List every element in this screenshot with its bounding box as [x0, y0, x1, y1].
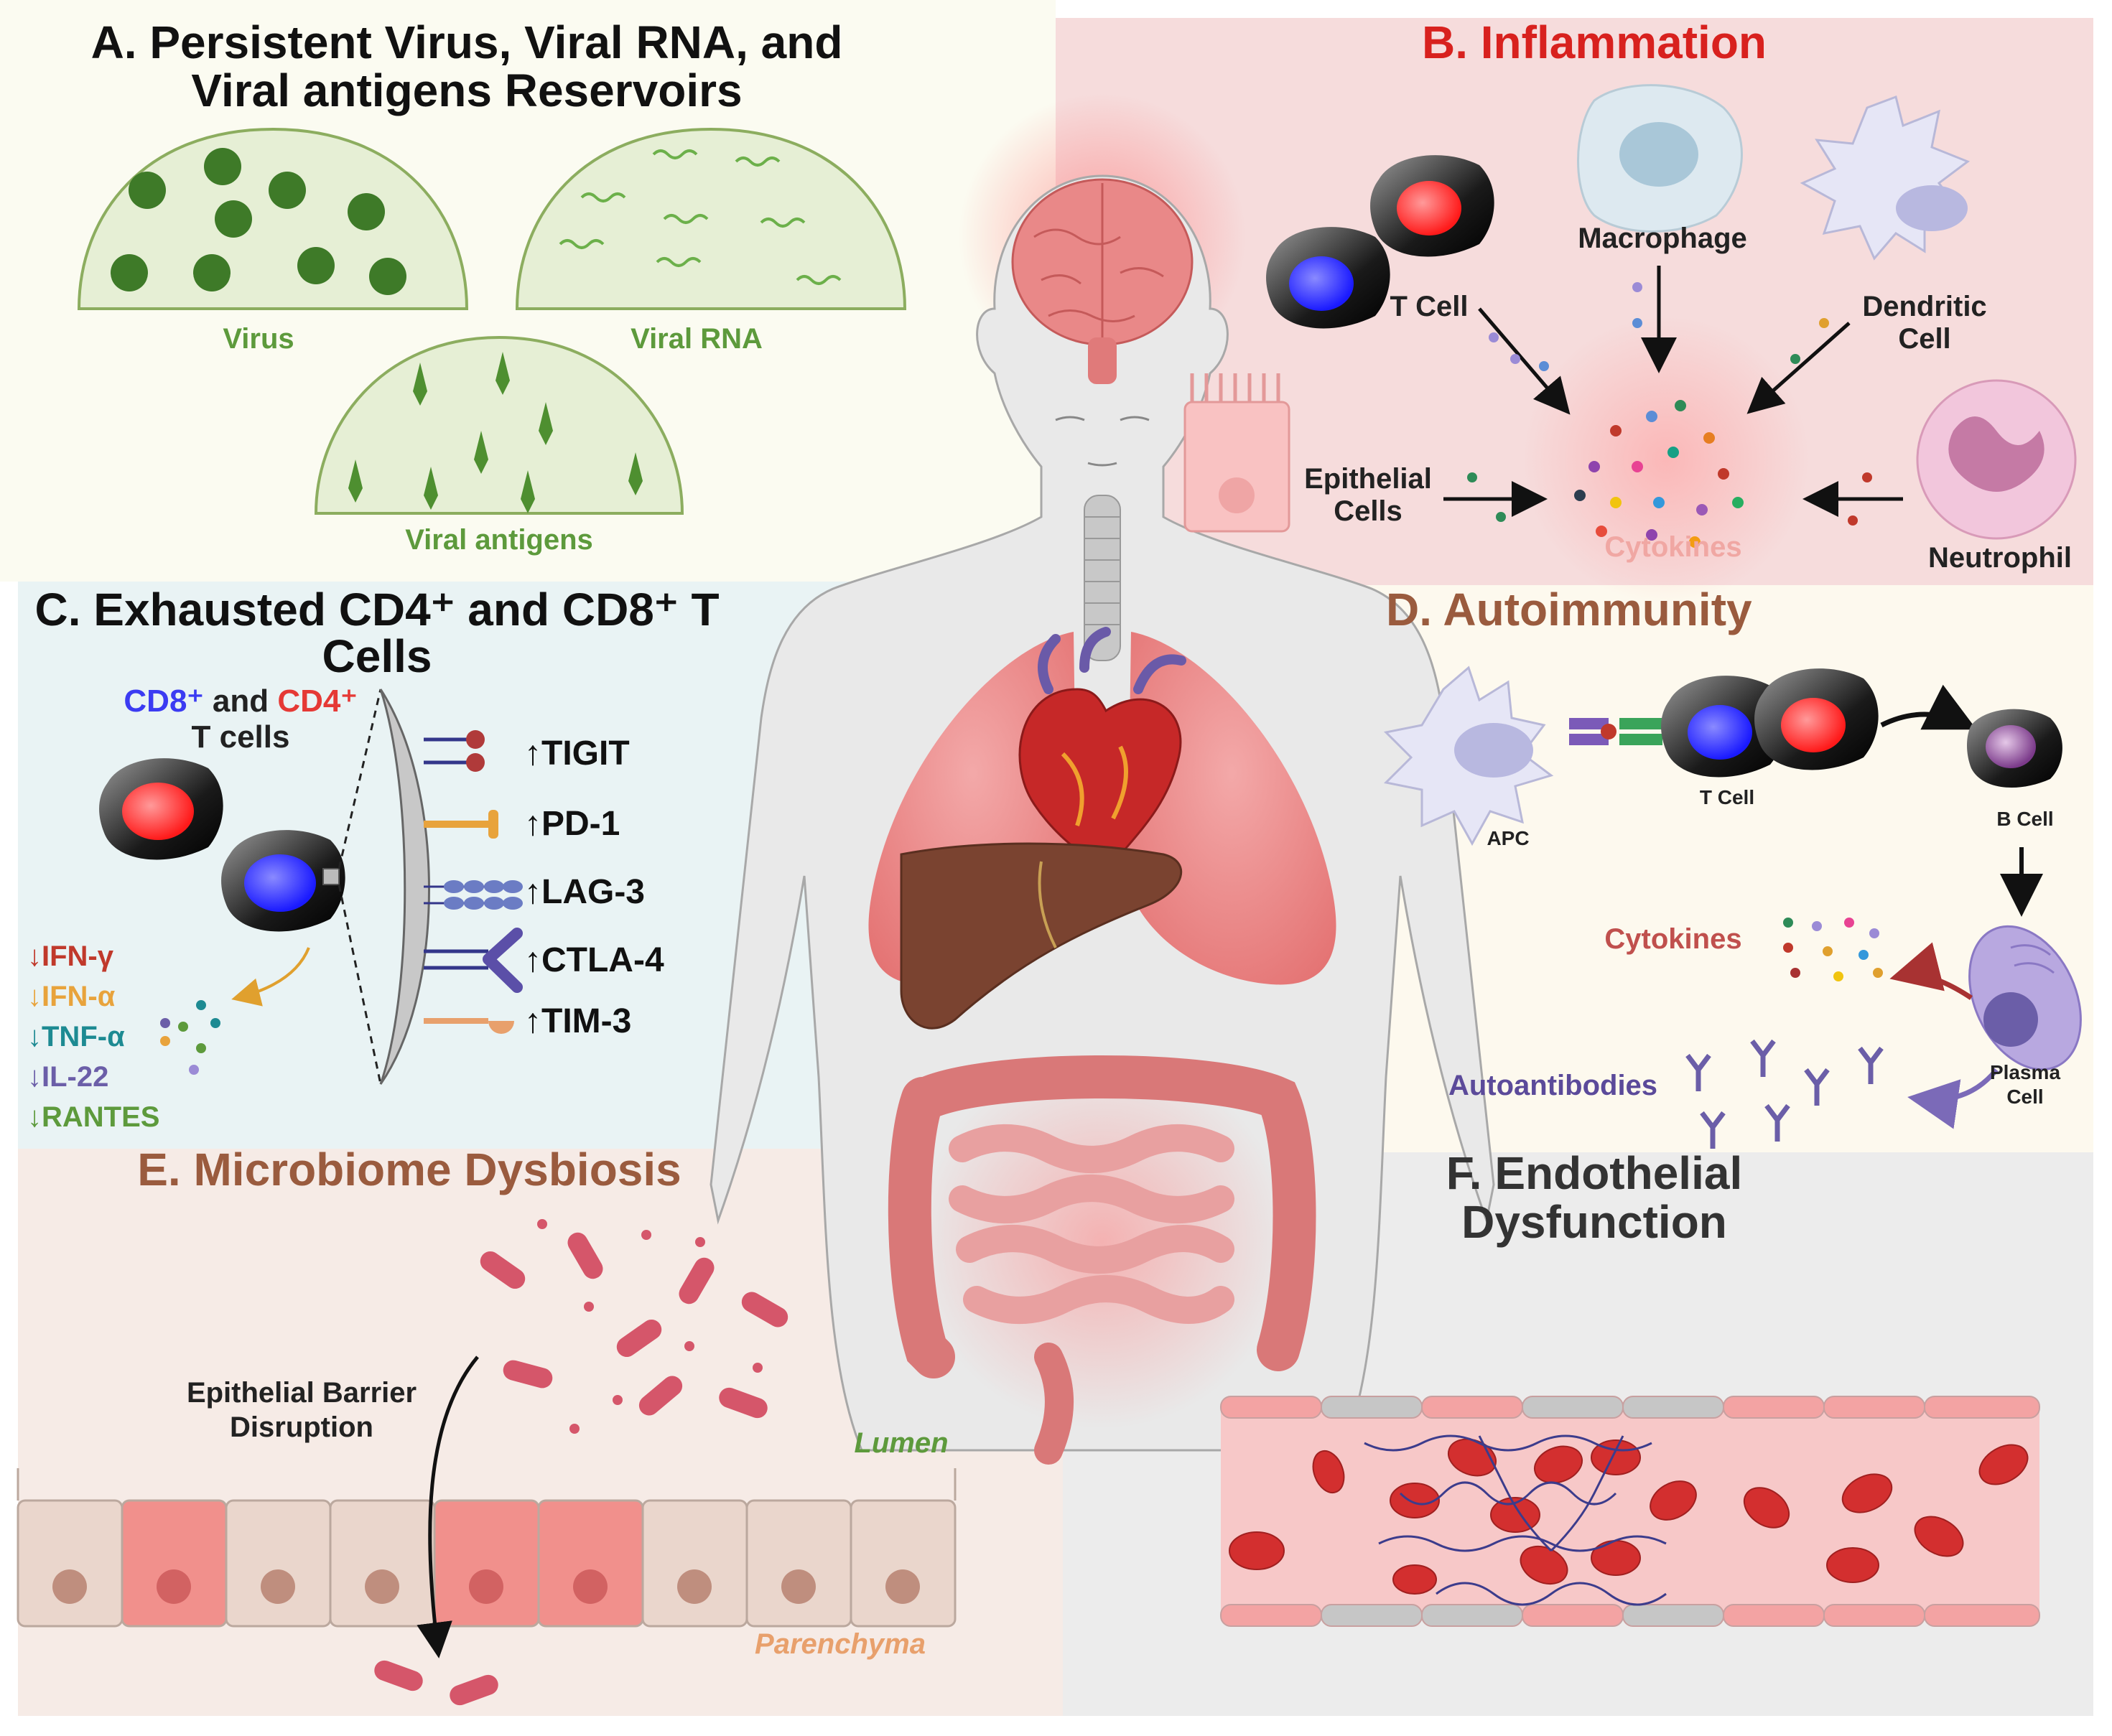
panel-a-title-line1: A. Persistent Virus, Viral RNA, and — [90, 17, 843, 68]
e-parenchyma-label: Parenchyma — [755, 1628, 926, 1660]
apc-icon — [1383, 666, 1554, 846]
e-barrier-line1: Epithelial Barrier — [186, 1377, 417, 1409]
inflammation-diagram — [1183, 84, 2077, 603]
b-dendritic-line1: Dendritic — [1862, 291, 1987, 322]
b-epithelial-line2: Cells — [1334, 495, 1402, 527]
t-cell-red-icon — [1370, 155, 1494, 257]
cytokine-rantes: ↓RANTES — [27, 1101, 160, 1133]
cytokine-particles-icon — [1467, 282, 1872, 548]
bacteria-icons — [374, 1219, 788, 1706]
e-lumen-label: Lumen — [854, 1427, 949, 1459]
panel-c-title-line2: Cells — [322, 630, 432, 682]
b-macrophage-label: Macrophage — [1578, 223, 1747, 254]
fibrin-strands-icon — [1364, 1434, 1667, 1606]
cytokine-ifn-gamma: ↓IFN-γ — [27, 941, 113, 972]
tigit-receptor-icon — [424, 730, 485, 772]
receptor-ctla4: ↑CTLA-4 — [524, 941, 664, 979]
b-neutrophil-label: Neutrophil — [1928, 542, 2072, 574]
autoantibody-icons — [1685, 1039, 1884, 1149]
d-cytokines-label: Cytokines — [1604, 923, 1742, 955]
viral-rna-reservoir — [515, 127, 907, 310]
b-cytokines-label: Cytokines — [1604, 531, 1742, 563]
virus-label: Virus — [223, 323, 294, 355]
receptor-pd1: ↑PD-1 — [524, 805, 620, 843]
rna-strands-icon — [559, 149, 842, 285]
ctla4-receptor-icon — [424, 928, 523, 993]
cd-cell-labels: CD8⁺ and CD4⁺ — [97, 686, 384, 717]
d-t-cell-label: T Cell — [1699, 786, 1755, 808]
viral-antigens-reservoir — [314, 335, 684, 515]
cytokine-dots-icon — [160, 1000, 220, 1075]
viral-rna-label: Viral RNA — [631, 323, 763, 355]
mhc-tcr-complex-icon — [1569, 718, 1662, 745]
panel-e-title: E. Microbiome Dysbiosis — [137, 1144, 681, 1195]
cytokine-dots-d-icon — [1783, 918, 1883, 981]
neutrophil-icon — [1916, 379, 2077, 540]
t-cell-blue-d-icon — [1661, 676, 1785, 778]
t-cell-blue-icon — [1266, 227, 1390, 329]
human-body — [710, 93, 1495, 1465]
cd8-label: CD8⁺ — [124, 683, 204, 719]
red-blood-cell-icons — [1229, 1438, 2029, 1595]
exhausted-t-cell-diagram — [99, 689, 523, 1085]
macrophage-icon — [1577, 84, 1743, 233]
plasma-cell-icon — [1968, 925, 2082, 1071]
d-plasma-line1: Plasma — [1989, 1061, 2061, 1083]
viral-antigens-label: Viral antigens — [405, 524, 593, 556]
cd4-label: CD4⁺ — [277, 683, 358, 719]
epithelial-cell-icon — [1183, 373, 1290, 533]
receptor-tim3: ↑TIM-3 — [524, 1002, 632, 1040]
b-cell-icon — [1967, 709, 2062, 788]
cd8-t-cell-icon — [221, 830, 345, 932]
b-dendritic-line2: Cell — [1898, 323, 1951, 355]
e-barrier-line2: Disruption — [230, 1411, 373, 1443]
cytokine-il22: ↓IL-22 — [27, 1061, 109, 1093]
antigen-particles-icon — [348, 352, 643, 513]
cytokine-ifn-alpha: ↓IFN-α — [27, 981, 116, 1012]
d-autoantibodies-label: Autoantibodies — [1448, 1070, 1658, 1101]
receptor-lag3: ↑LAG-3 — [524, 873, 645, 911]
cd4-t-cell-icon — [99, 758, 223, 860]
and-label: and — [203, 683, 278, 719]
t-cells-label: T cells — [191, 719, 290, 755]
d-apc-label: APC — [1487, 827, 1530, 849]
panel-f-title-line2: Dysfunction — [1461, 1196, 1727, 1248]
pd1-receptor-icon — [424, 810, 498, 839]
panel-a-title-line2: Viral antigens Reservoirs — [191, 65, 743, 116]
b-epithelial-line1: Epithelial — [1304, 463, 1432, 495]
lag3-receptor-icon — [424, 880, 523, 910]
d-plasma-line2: Cell — [2006, 1086, 2044, 1108]
virus-reservoir — [77, 127, 469, 310]
panel-d-title: D. Autoimmunity — [1386, 584, 1752, 635]
panel-b-title: B. Inflammation — [1421, 17, 1767, 68]
epithelial-layer — [17, 1468, 957, 1628]
receptor-tigit: ↑TIGIT — [524, 734, 630, 773]
cytokine-tnf-alpha: ↓TNF-α — [27, 1021, 125, 1053]
microbiome-diagram — [17, 1219, 957, 1706]
panel-c-title-line1: C. Exhausted CD4⁺ and CD8⁺ T — [34, 584, 720, 635]
dendritic-cell-icon — [1800, 95, 1971, 261]
t-cell-red-d-icon — [1754, 668, 1879, 770]
panel-f-title-line1: F. Endothelial — [1446, 1147, 1743, 1199]
virus-particles-icon — [111, 148, 406, 295]
d-b-cell-label: B Cell — [1996, 808, 2054, 830]
autoimmunity-diagram — [1383, 666, 2082, 1149]
blood-vessel-diagram — [1220, 1396, 2040, 1627]
tim3-receptor-icon — [424, 1018, 514, 1034]
b-t-cell-label: T Cell — [1390, 291, 1469, 322]
